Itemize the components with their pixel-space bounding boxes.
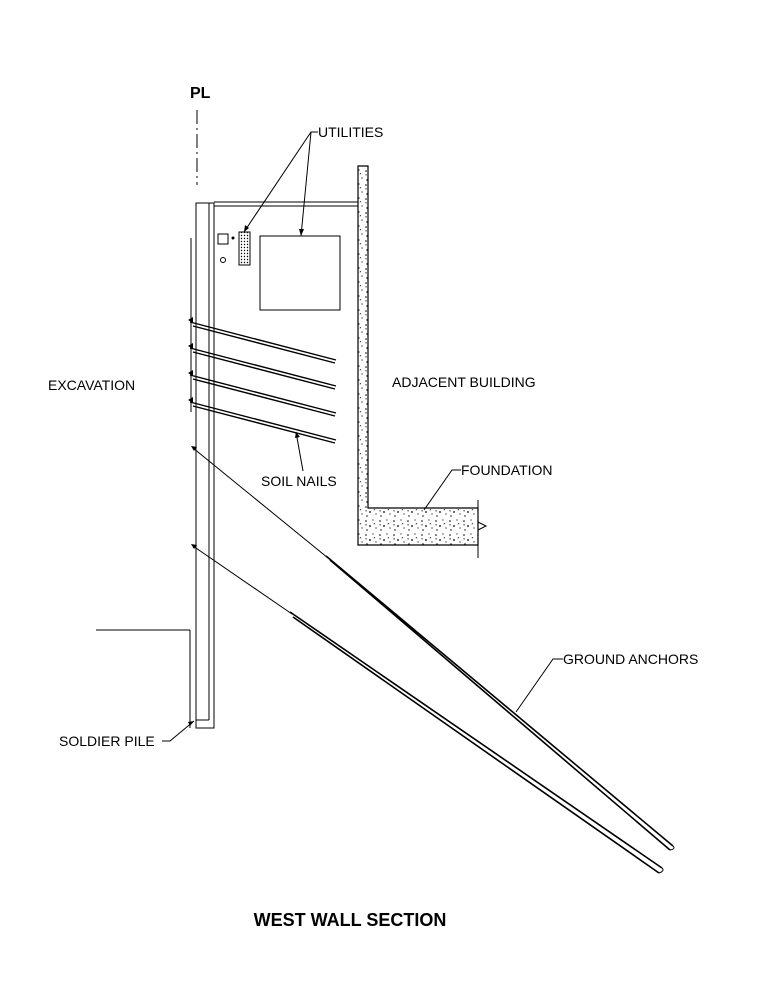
utilities-leader-1 — [243, 131, 318, 233]
label-soldier-pile: SOLDIER PILE — [59, 733, 155, 749]
excavation-bottom — [96, 629, 191, 728]
ground-surface — [214, 201, 358, 207]
soil-nail — [188, 317, 337, 364]
ground-anchor-lower — [191, 544, 664, 874]
label-ground-anchors: GROUND ANCHORS — [563, 651, 698, 667]
utility-duct-bank — [238, 231, 251, 266]
property-line-symbol: PL — [190, 85, 211, 102]
label-excavation: EXCAVATION — [48, 377, 135, 393]
utilities-leader-2 — [300, 131, 312, 237]
label-soil-nails: SOIL NAILS — [261, 473, 337, 489]
soldier-pile-leader — [162, 720, 195, 742]
ground-anchors — [191, 446, 675, 874]
soil-nails-leader — [295, 431, 304, 472]
ground-anchors-leader — [515, 658, 563, 713]
utility-dot — [231, 236, 235, 240]
ground-anchor-upper — [191, 446, 675, 851]
utility-small-pipe — [220, 257, 226, 263]
soil-nails — [188, 317, 337, 444]
soil-nail — [188, 343, 337, 390]
label-utilities: UTILITIES — [318, 124, 383, 140]
property-line: PL — [190, 85, 211, 185]
utility-vault — [259, 235, 341, 311]
soldier-pile — [190, 202, 215, 729]
footing-break-line — [477, 500, 488, 558]
label-foundation: FOUNDATION — [461, 462, 553, 478]
utility-small-box — [217, 233, 229, 245]
soil-nail — [188, 397, 337, 444]
utilities — [217, 231, 341, 311]
foundation-leader — [423, 469, 461, 511]
label-adjacent-building: ADJACENT BUILDING — [392, 374, 536, 390]
leader-lines — [162, 131, 563, 742]
building-wall-and-footing — [357, 165, 479, 546]
adjacent-building — [357, 165, 488, 558]
soldier-pile-outline — [195, 202, 215, 729]
drawing-title: WEST WALL SECTION — [254, 910, 447, 930]
soil-nail — [188, 370, 337, 417]
